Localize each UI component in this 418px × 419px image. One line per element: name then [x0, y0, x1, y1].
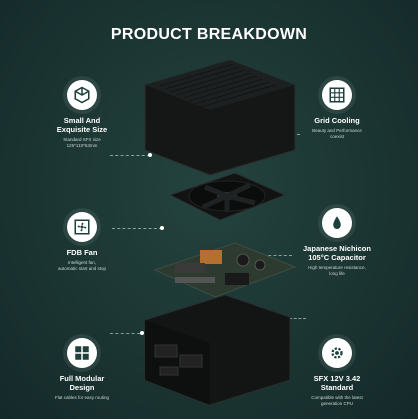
fan-icon [67, 212, 97, 242]
fan [168, 172, 287, 221]
feature-title: Japanese Nichicon 105°C Capacitor [303, 244, 371, 262]
feature-sfx-standard: SFX 12V 3.42 Standard Compatible with th… [282, 338, 392, 407]
feature-small-size: Small And Exquisite Size Standard SFX si… [27, 80, 137, 149]
feature-desc: Beauty and Performance coexist [312, 128, 362, 139]
connector-dot [160, 226, 164, 230]
capacitor-icon [322, 208, 352, 238]
feature-desc: Flat cables for easy routing [54, 395, 110, 400]
feature-desc: High temperature resistance, long life [308, 265, 366, 276]
cube-icon [67, 80, 97, 110]
cpu-gear-icon [322, 338, 352, 368]
bottom-case [144, 294, 291, 405]
feature-grid-cooling: Grid Cooling Beauty and Performance coex… [282, 80, 392, 140]
top-cover [144, 59, 296, 176]
feature-desc: Compatible with the latest generation CP… [311, 395, 363, 406]
feature-full-modular: Full Modular Design Flat cables for easy… [27, 338, 137, 401]
feature-title: Full Modular Design [59, 374, 105, 392]
pcb-board [153, 242, 297, 298]
modular-icon [67, 338, 97, 368]
connector-line [280, 318, 306, 319]
feature-title: SFX 12V 3.42 Standard [313, 374, 361, 392]
feature-desc: Intelligent fan, automatic start and sto… [57, 260, 107, 271]
psu-exploded-view [144, 59, 297, 405]
connector-line [110, 155, 150, 156]
connector-line [112, 228, 162, 229]
feature-title: Grid Cooling [314, 116, 360, 125]
grid-icon [322, 80, 352, 110]
feature-desc: Standard SFX size 125*110*63mm [63, 137, 101, 148]
feature-fdb-fan: FDB Fan Intelligent fan, automatic start… [27, 212, 137, 272]
connector-dot [140, 331, 144, 335]
feature-title: FDB Fan [66, 248, 98, 257]
page-title: PRODUCT BREAKDOWN [110, 26, 308, 43]
feature-title: Small And Exquisite Size [56, 116, 108, 134]
feature-capacitor: Japanese Nichicon 105°C Capacitor High t… [282, 208, 392, 277]
connector-line [110, 333, 140, 334]
connector-dot [148, 153, 152, 157]
